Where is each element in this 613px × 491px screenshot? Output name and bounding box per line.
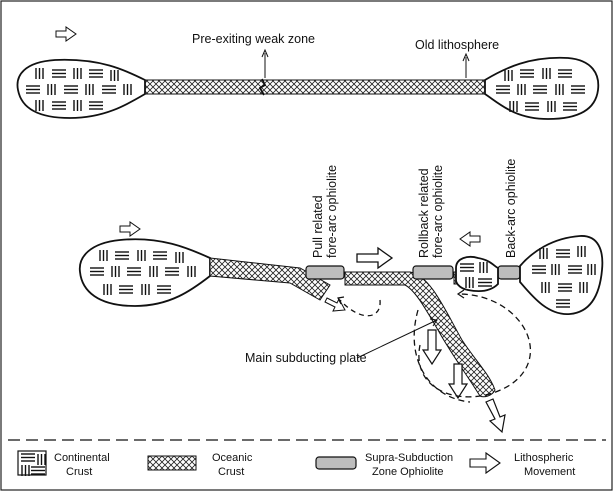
lithospheric-movement-arrow xyxy=(460,232,480,246)
mantle-flow-dashed-left xyxy=(340,300,380,316)
legend-ophiolite-label: Supra-Subduction xyxy=(365,452,453,464)
pull-related-label-2: fore-arc ophiolite xyxy=(325,165,339,258)
old-lithosphere-label: Old lithosphere xyxy=(415,38,499,52)
legend-oceanic: Oceanic Crust xyxy=(148,452,253,478)
continental-crust-bottom-right xyxy=(520,236,602,314)
main-plate-label: Main subducting plate xyxy=(245,351,367,365)
legend-movement-label-2: Movement xyxy=(524,466,575,478)
weak-zone-label: Pre-exiting weak zone xyxy=(192,32,315,46)
rollback-label: Rollback related xyxy=(417,168,431,258)
back-arc-label: Back-arc ophiolite xyxy=(504,159,518,258)
back-arc-ophiolite xyxy=(498,266,520,279)
continental-crust-top-right xyxy=(485,58,598,119)
lithospheric-movement-arrow xyxy=(325,298,345,311)
legend-ophiolite-label-2: Zone Ophiolite xyxy=(372,466,444,478)
lithospheric-movement-arrow xyxy=(120,222,140,236)
legend-ophiolite: Supra-Subduction Zone Ophiolite xyxy=(316,452,453,478)
lithospheric-movement-arrow xyxy=(357,248,392,268)
legend-oceanic-label-2: Crust xyxy=(218,466,244,478)
rollback-label-2: fore-arc ophiolite xyxy=(431,165,445,258)
pull-related-ophiolite xyxy=(306,266,344,279)
legend-continental: Continental Crust xyxy=(18,451,110,478)
continental-crust-bottom-left xyxy=(80,239,210,306)
legend-movement-label: Lithospheric xyxy=(514,452,574,464)
lithospheric-movement-arrow xyxy=(423,330,441,364)
pull-related-label: Pull related xyxy=(311,195,325,258)
oceanic-crust-top xyxy=(145,80,485,94)
lithospheric-movement-arrow xyxy=(56,27,76,41)
legend-oceanic-label: Oceanic xyxy=(212,452,253,464)
rollback-related-ophiolite xyxy=(413,266,453,279)
legend-continental-label: Continental xyxy=(54,452,110,464)
lithospheric-movement-arrow xyxy=(486,399,505,432)
legend-continental-label-2: Crust xyxy=(66,466,92,478)
legend-movement: Lithospheric Movement xyxy=(470,452,575,478)
